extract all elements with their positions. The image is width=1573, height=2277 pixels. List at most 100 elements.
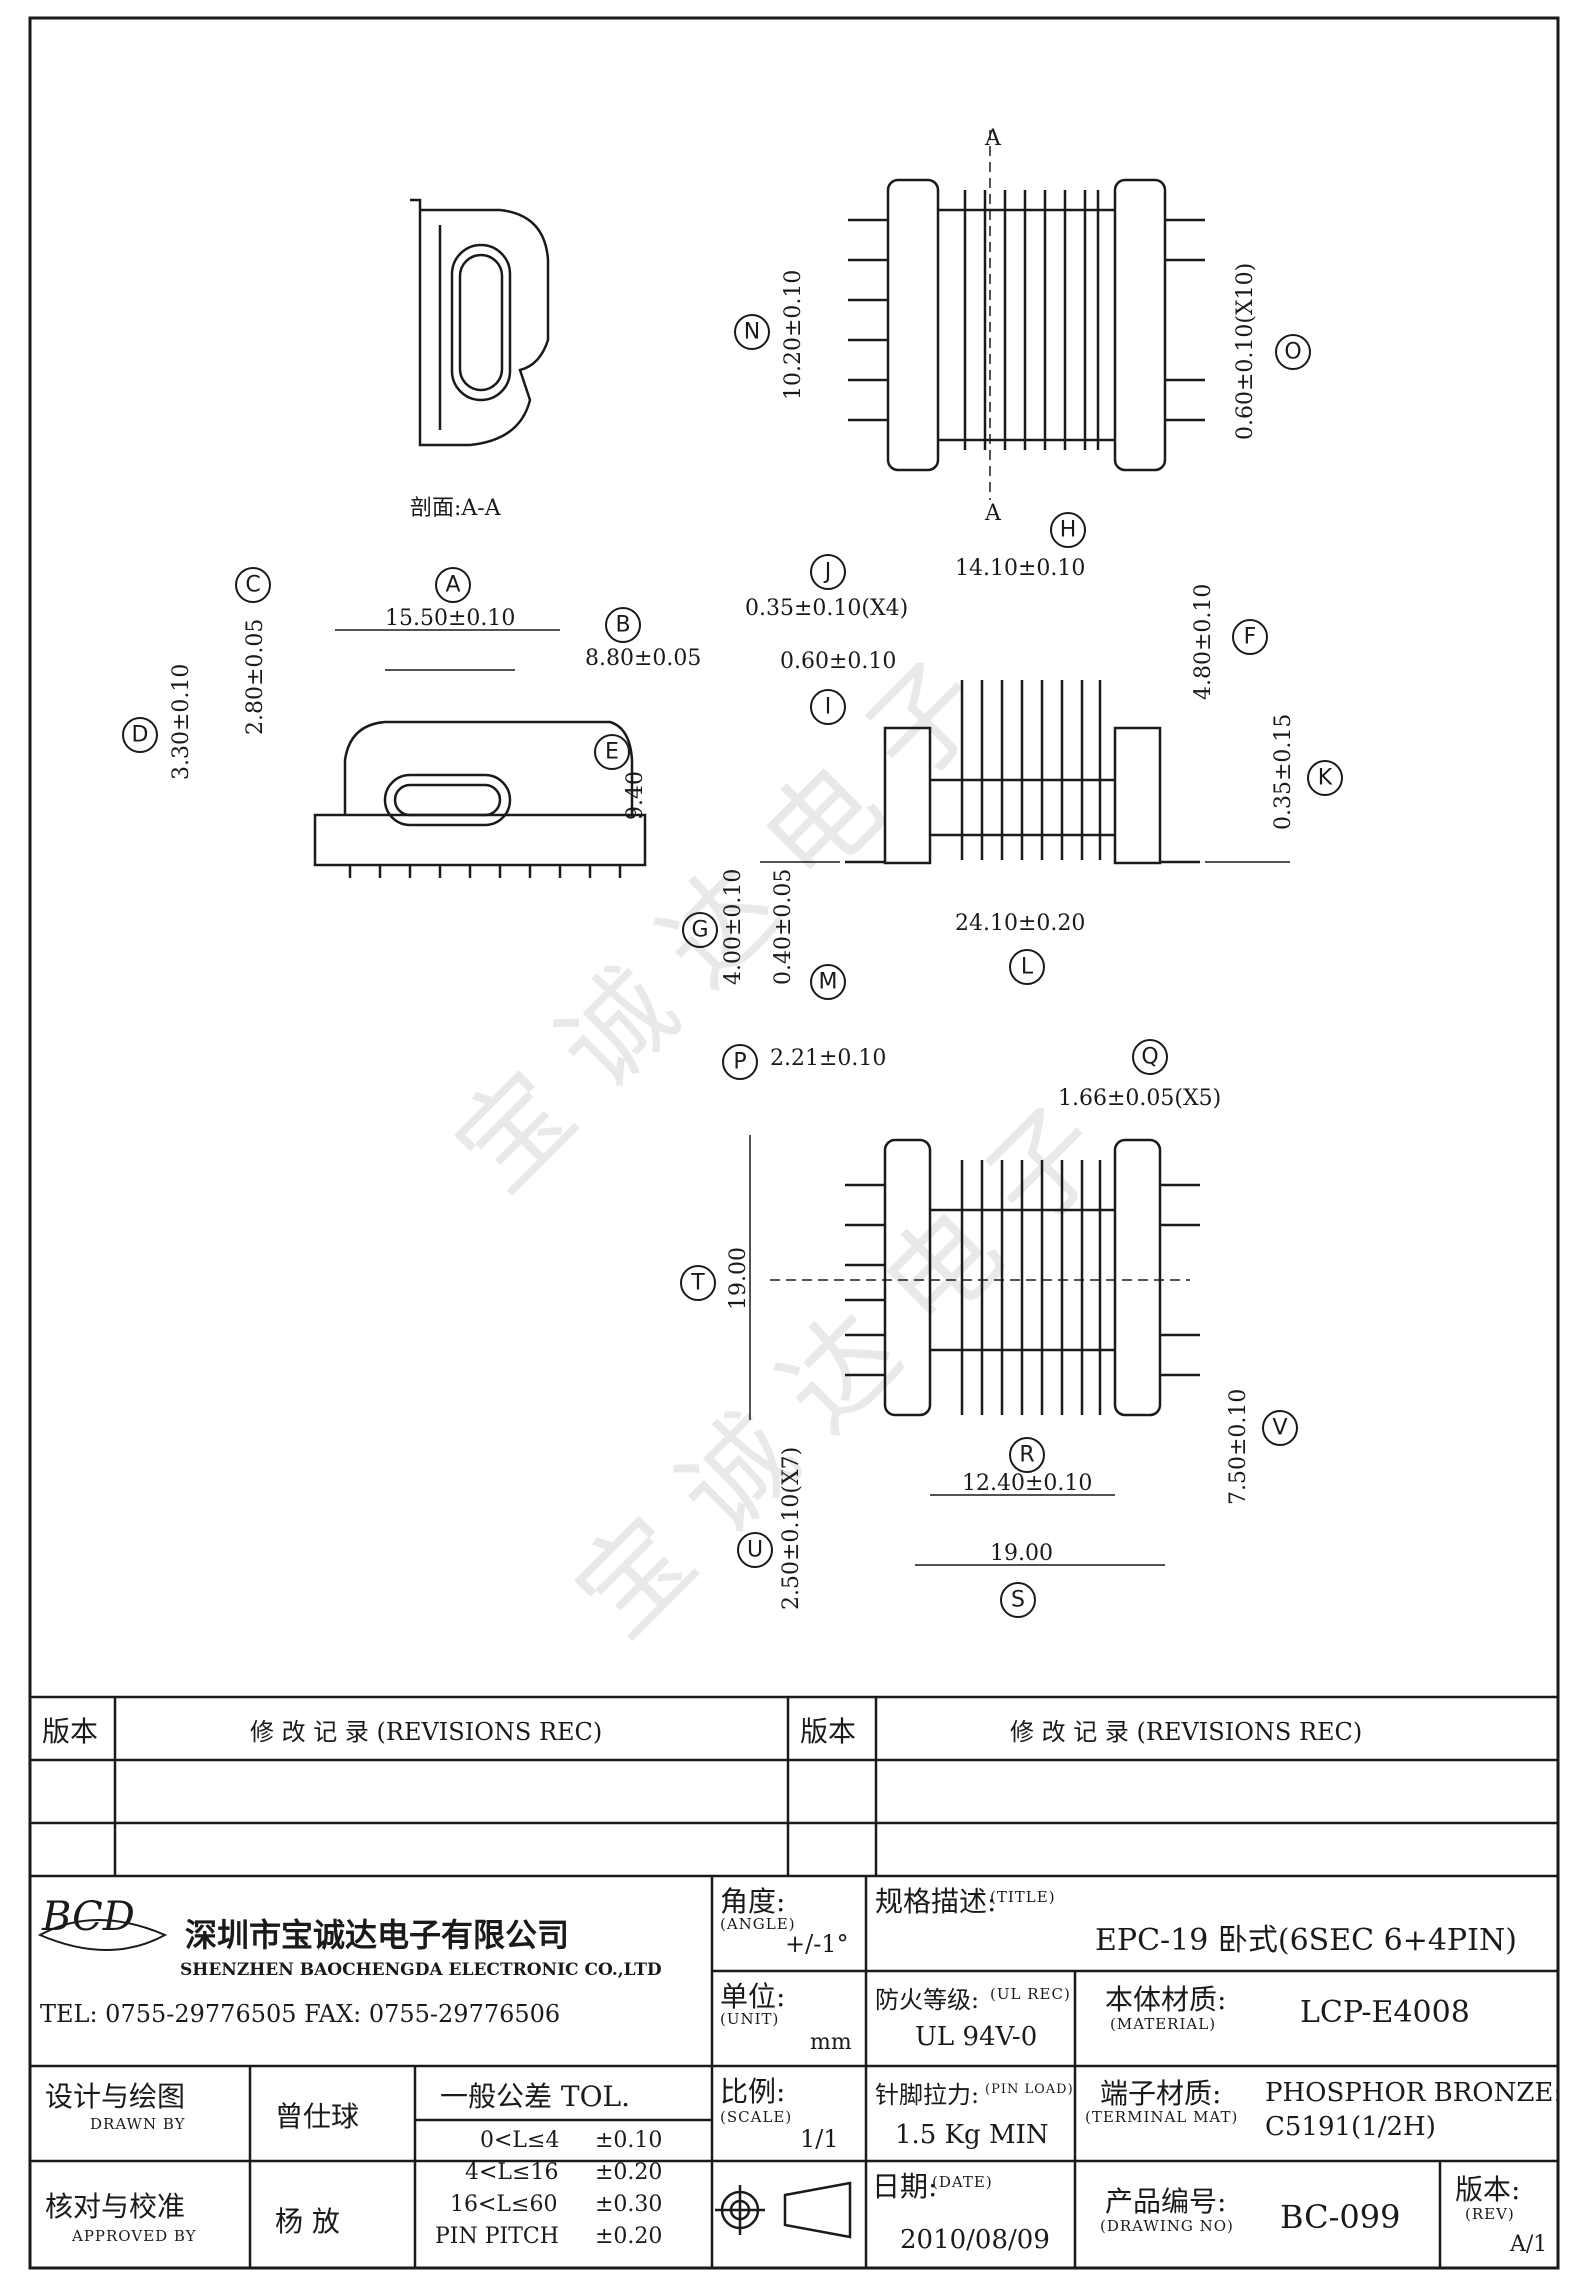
dim-text-b: 8.80±0.05 <box>585 646 701 671</box>
company-contact: TEL: 0755-29776505 FAX: 0755-29776506 <box>40 2000 561 2028</box>
bubble-labels: A B C D E F G H I J K L M N O P Q R S T … <box>132 320 1333 1613</box>
bubble-j: J <box>823 560 832 585</box>
dim-text-j: 0.35±0.10(X4) <box>745 596 908 621</box>
dim-text-o: 0.60±0.10(X10) <box>1233 263 1258 440</box>
rev-label: 版本: <box>1455 2173 1521 2206</box>
rev-header-left: 修 改 记 录 (REVISIONS REC) <box>250 1718 603 1746</box>
drawn-value: 曾仕球 <box>275 2100 360 2133</box>
date-label: 日期: <box>872 2170 938 2203</box>
dim-text-l: 24.10±0.20 <box>955 911 1085 936</box>
pin-load-sub: (PIN LOAD) <box>985 2082 1074 2097</box>
bubble-g: G <box>691 918 708 943</box>
unit-label: 单位: <box>720 1980 786 2013</box>
drawing-no-label: 产品编号: <box>1105 2185 1227 2218</box>
angle-sub: (ANGLE) <box>720 1915 796 1933</box>
rev-version-label-right: 版本 <box>800 1715 857 1748</box>
tolerance-range-2: 4<L≤16 <box>465 2160 559 2185</box>
bubble-l: L <box>1021 955 1034 980</box>
material-label: 本体材质: <box>1105 1983 1227 2016</box>
company-name-cn: 深圳市宝诚达电子有限公司 <box>185 1916 570 1954</box>
pin-load-label: 针脚拉力: <box>875 2081 980 2109</box>
angle-value: +/-1° <box>785 1930 849 1958</box>
dim-text-q: 1.66±0.05(X5) <box>1058 1086 1221 1111</box>
dim-text-t: 19.00 <box>726 1247 751 1310</box>
terminal-value-1: PHOSPHOR BRONZE: <box>1265 2078 1563 2108</box>
dim-text-g: 4.00±0.10 <box>721 869 746 985</box>
tolerance-tol-2: ±0.20 <box>595 2160 663 2185</box>
company-logo: BCD <box>37 1894 168 1951</box>
terminal-sub: (TERMINAL MAT) <box>1085 2108 1239 2126</box>
bubble-o: O <box>1284 340 1301 365</box>
bubble-r: R <box>1019 1443 1034 1468</box>
dim-text-r: 12.40±0.10 <box>962 1471 1092 1496</box>
scale-value: 1/1 <box>800 2125 839 2153</box>
scale-sub: (SCALE) <box>720 2108 793 2126</box>
unit-value: mm <box>810 2030 852 2055</box>
bubble-i: I <box>825 695 832 720</box>
tolerance-range-4: PIN PITCH <box>435 2224 559 2249</box>
top-view <box>848 130 1205 500</box>
scale-label: 比例: <box>720 2075 786 2108</box>
material-sub: (MATERIAL) <box>1110 2015 1217 2033</box>
approved-label: 核对与校准 <box>45 2190 186 2223</box>
bottom-view <box>749 1135 1200 1566</box>
title-value: EPC-19 卧式(6SEC 6+4PIN) <box>1095 1923 1517 1958</box>
title-sub: (TITLE) <box>990 1888 1056 1906</box>
rev-value: A/1 <box>1510 2232 1548 2257</box>
bubble-c: C <box>245 573 260 598</box>
tolerance-tol-3: ±0.30 <box>595 2192 663 2217</box>
material-value: LCP-E4008 <box>1300 1995 1470 2030</box>
approved-sub: APPROVED BY <box>72 2227 197 2245</box>
dim-text-d: 3.30±0.10 <box>169 664 194 780</box>
fire-value: UL 94V-0 <box>915 2022 1038 2052</box>
date-sub: (DATE) <box>932 2173 993 2191</box>
bubble-p: P <box>733 1050 746 1075</box>
drawing-border <box>28 16 1560 2270</box>
bubble-m: M <box>819 970 838 995</box>
rev-version-label-left: 版本 <box>42 1715 99 1748</box>
bubbles <box>122 314 1343 1618</box>
unit-sub: (UNIT) <box>720 2010 780 2028</box>
svg-text:BCD: BCD <box>41 1894 135 1940</box>
side-view <box>760 680 1290 865</box>
section-label: 剖面:A-A <box>410 496 502 521</box>
tolerance-header: 一般公差 TOL. <box>440 2080 631 2113</box>
dim-text-u: 2.50±0.10(X7) <box>779 1447 804 1610</box>
dim-text-m: 0.40±0.05 <box>771 869 796 985</box>
fire-label: 防火等级: <box>875 1986 980 2014</box>
drawn-label: 设计与绘图 <box>45 2080 186 2113</box>
pin-load-value: 1.5 Kg MIN <box>895 2120 1049 2150</box>
angle-label: 角度: <box>720 1885 786 1918</box>
dim-text-i: 0.60±0.10 <box>780 649 896 674</box>
dim-text-a: 15.50±0.10 <box>385 606 515 631</box>
bubble-b: B <box>615 613 630 638</box>
date-value: 2010/08/09 <box>900 2225 1050 2255</box>
bubble-d: D <box>132 723 149 748</box>
section-marker-top: A <box>984 126 1002 151</box>
tolerance-tol-4: ±0.20 <box>595 2224 663 2249</box>
tolerance-range-3: 16<L≤60 <box>450 2192 558 2217</box>
dim-text-e: 9.40 <box>623 771 648 820</box>
bubble-e: E <box>605 740 619 765</box>
terminal-label: 端子材质: <box>1100 2077 1222 2110</box>
dim-text-c: 2.80±0.05 <box>243 619 268 735</box>
approved-value: 杨 放 <box>275 2205 340 2238</box>
title-block-grid <box>30 1695 1558 2268</box>
bubble-q: Q <box>1141 1045 1158 1070</box>
dim-text-k: 0.35±0.15 <box>1271 714 1296 830</box>
projection-symbol-icon <box>715 2181 852 2239</box>
front-view <box>313 629 647 878</box>
dim-text-n: 10.20±0.10 <box>781 270 806 400</box>
terminal-value-2: C5191(1/2H) <box>1265 2112 1436 2142</box>
company-name-en: SHENZHEN BAOCHENGDA ELECTRONIC CO.,LTD <box>180 1960 662 1980</box>
bubble-u: U <box>747 1538 763 1563</box>
rev-sub: (REV) <box>1465 2205 1515 2223</box>
dim-text-f: 4.80±0.10 <box>1191 584 1216 700</box>
bubble-a: A <box>445 573 460 598</box>
bubble-t: T <box>690 1271 705 1296</box>
title-label: 规格描述: <box>875 1885 997 1918</box>
dim-text-s: 19.00 <box>990 1541 1053 1566</box>
rev-header-right: 修 改 记 录 (REVISIONS REC) <box>1010 1718 1363 1746</box>
bubble-k: K <box>1318 766 1333 791</box>
